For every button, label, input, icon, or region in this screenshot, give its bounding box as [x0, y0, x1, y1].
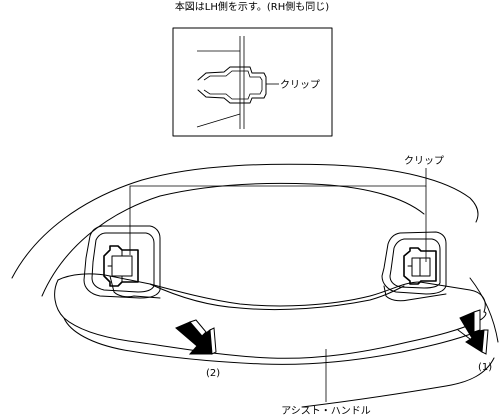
clip-detail-inset: クリップ [172, 27, 333, 137]
clip-leader-left [129, 168, 427, 255]
removal-arrow-2 [175, 319, 217, 355]
right-clip-bracket [381, 231, 447, 295]
right-clip [403, 247, 437, 285]
left-clip-bracket [83, 225, 161, 299]
inset-clip-inner [203, 70, 263, 100]
step-2-label: (2) [206, 368, 220, 379]
handle-label: アシスト・ハンドル [281, 406, 371, 417]
left-clip [103, 245, 139, 287]
removal-arrow-1 [459, 309, 489, 355]
inset-clip-label: クリップ [280, 79, 320, 91]
diagram-note: 本図はLH側を示す。(RH側も同じ) [175, 0, 329, 13]
step-1-label: (1) [478, 362, 492, 373]
roof-outline [11, 163, 499, 408]
guide-line [196, 113, 241, 128]
inset-clip-shape [197, 66, 267, 104]
clip-label: クリップ [404, 155, 444, 167]
inset-frame [172, 27, 333, 137]
